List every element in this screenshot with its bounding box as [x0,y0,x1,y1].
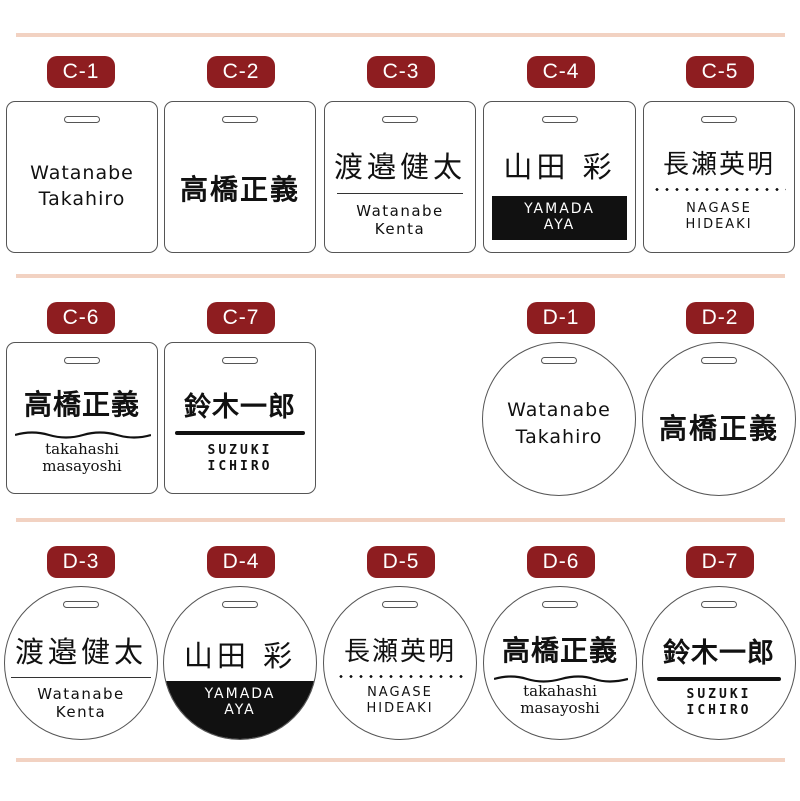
badge-d3: D-3 [47,546,115,578]
tag-line2: masayoshi [42,457,122,475]
badge-c3: C-3 [367,56,435,88]
tag-c3[interactable]: 渡邉健太 Watanabe Kenta [324,101,476,253]
tag-c2[interactable]: 高橋正義 [164,101,316,253]
tag-line1: SUZUKI [686,687,752,702]
tag-d3[interactable]: 渡邉健太 Watanabe Kenta [4,586,158,740]
tag-dotted-line [652,188,786,191]
tag-hole [701,116,737,123]
tag-kanji: 高橋正義 [179,173,300,206]
tag-hole [701,357,737,364]
tag-kanji: 渡邉健太 [14,635,147,669]
tag-kanji: 渡邉健太 [333,150,466,184]
tag-line1: Watanabe [507,399,611,421]
badge-d7: D-7 [686,546,754,578]
tag-dotted-line [336,675,464,678]
tag-line2: Takahiro [38,188,126,210]
badge-d2: D-2 [686,302,754,334]
tag-hole [64,116,100,123]
tag-line2: HIDEAKI [685,217,753,232]
tag-line2: masayoshi [520,699,600,717]
tag-underline [11,677,151,678]
tag-wave-line [15,431,151,439]
divider-bottom [16,758,785,762]
tag-kanji: 高橋正義 [501,634,618,667]
tag-kanji: 鈴木一郎 [184,392,296,423]
tag-c4[interactable]: 山田 彩 YAMADA AYA [483,101,636,253]
divider-row2 [16,518,785,522]
tag-d5[interactable]: 長瀬英明 NAGASE HIDEAKI [323,586,477,740]
tag-name-bar: YAMADA AYA [164,681,316,739]
tag-wave-line [494,675,628,683]
tag-name-bar: YAMADA AYA [492,196,627,240]
tag-line2: ICHIRO [207,459,273,474]
tag-c6[interactable]: 高橋正義 takahashi masayoshi [6,342,158,494]
tag-line1: NAGASE [686,201,752,216]
badge-c5: C-5 [686,56,754,88]
tag-kanji: 山田 彩 [183,639,297,673]
badge-c7: C-7 [207,302,275,334]
tag-line1: takahashi [523,682,597,700]
tag-line2: HIDEAKI [366,701,434,716]
tag-line2: Kenta [55,703,107,721]
badge-c2: C-2 [207,56,275,88]
tag-line2: Takahiro [515,426,603,448]
tag-hole [701,601,737,608]
tag-line1: Watanabe [356,202,444,220]
tag-hole [541,116,578,123]
tag-hole [222,357,258,364]
tag-c5[interactable]: 長瀬英明 NAGASE HIDEAKI [643,101,795,253]
divider-top [16,33,785,37]
tag-d1[interactable]: Watanabe Takahiro [482,342,636,496]
tag-hole [542,601,578,608]
tag-line1: SUZUKI [207,443,273,458]
tag-d4[interactable]: 山田 彩 YAMADA AYA [163,586,317,740]
badge-d5: D-5 [367,546,435,578]
tag-c7[interactable]: 鈴木一郎 SUZUKI ICHIRO [164,342,316,494]
tag-d6[interactable]: 高橋正義 takahashi masayoshi [483,586,637,740]
badge-d4: D-4 [207,546,275,578]
tag-kanji: 高橋正義 [23,388,140,421]
badge-c1: C-1 [47,56,115,88]
tag-underline [337,193,463,194]
tag-hole [63,601,99,608]
tag-line1: YAMADA [204,686,276,702]
tag-brush-line [657,677,781,681]
tag-brush-line [175,431,305,435]
tag-d2[interactable]: 高橋正義 [642,342,796,496]
tag-c1[interactable]: Watanabe Takahiro [6,101,158,253]
tag-line1: Watanabe [30,162,134,184]
tag-hole [541,357,577,364]
tag-kanji: 鈴木一郎 [663,638,775,669]
tag-kanji: 高橋正義 [658,412,779,445]
tag-kanji: 長瀬英明 [343,637,456,667]
tag-hole [382,116,418,123]
tag-kanji: 長瀬英明 [662,150,775,180]
tag-line1: YAMADA [524,201,595,217]
badge-c4: C-4 [527,56,595,88]
badge-d6: D-6 [527,546,595,578]
tag-line2: ICHIRO [686,703,752,718]
tag-d7[interactable]: 鈴木一郎 SUZUKI ICHIRO [642,586,796,740]
divider-row1 [16,274,785,278]
tag-line1: NAGASE [367,685,433,700]
tag-line1: takahashi [45,440,119,458]
tag-line2: AYA [224,702,256,718]
tag-line1: Watanabe [37,685,125,703]
tag-kanji: 山田 彩 [503,150,616,184]
tag-hole [222,116,258,123]
tag-line2: AYA [543,217,576,233]
tag-line2: Kenta [374,220,426,238]
tag-hole [382,601,418,608]
badge-d1: D-1 [527,302,595,334]
badge-c6: C-6 [47,302,115,334]
tag-hole [222,601,258,608]
tag-hole [64,357,100,364]
